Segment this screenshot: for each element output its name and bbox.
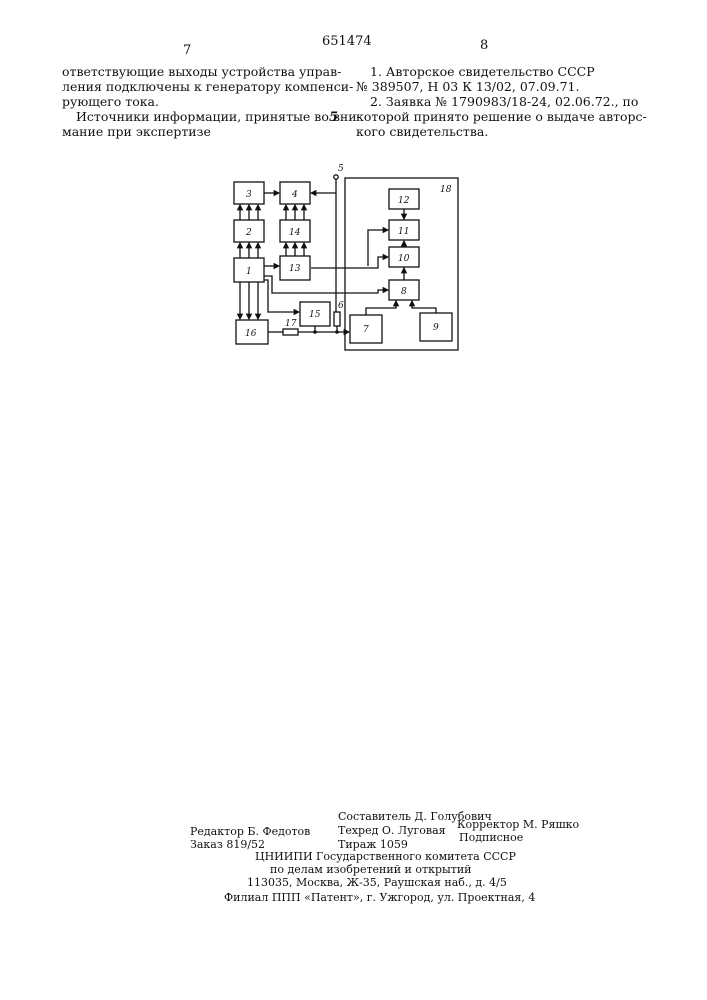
label-16: 16: [245, 329, 257, 339]
label-17: 17: [285, 319, 297, 329]
label-6: 6: [338, 301, 344, 311]
label-8: 8: [401, 287, 407, 297]
label-14: 14: [289, 228, 301, 238]
org-line-1: ЦНИИПИ Государственного комитета СССР: [255, 850, 516, 863]
label-7: 7: [363, 325, 369, 335]
label-12: 12: [398, 196, 410, 206]
editor: Редактор Б. Федотов: [190, 825, 310, 838]
label-1: 1: [246, 267, 252, 277]
subscription: Подписное: [459, 831, 523, 844]
label-11: 11: [398, 227, 409, 237]
order: Заказ 819/52: [190, 838, 265, 851]
label-15: 15: [309, 310, 321, 320]
block-17: [283, 329, 298, 335]
address: 113035, Москва, Ж-35, Раушская наб., д. …: [247, 876, 507, 889]
label-9: 9: [433, 323, 439, 333]
org-line-2: по делам изобретений и открытий: [270, 863, 472, 876]
block-6: [334, 312, 340, 326]
label-5: 5: [338, 164, 344, 174]
corrector: Корректор М. Ряшко: [457, 818, 579, 831]
label-13: 13: [289, 264, 301, 274]
branch: Филиал ППП «Патент», г. Ужгород, ул. Про…: [224, 891, 535, 904]
techred: Техред О. Луговая: [338, 824, 446, 837]
label-3: 3: [246, 190, 252, 200]
label-2: 2: [245, 228, 252, 238]
label-4: 4: [291, 190, 298, 200]
label-10: 10: [398, 254, 410, 264]
label-18: 18: [440, 185, 452, 195]
